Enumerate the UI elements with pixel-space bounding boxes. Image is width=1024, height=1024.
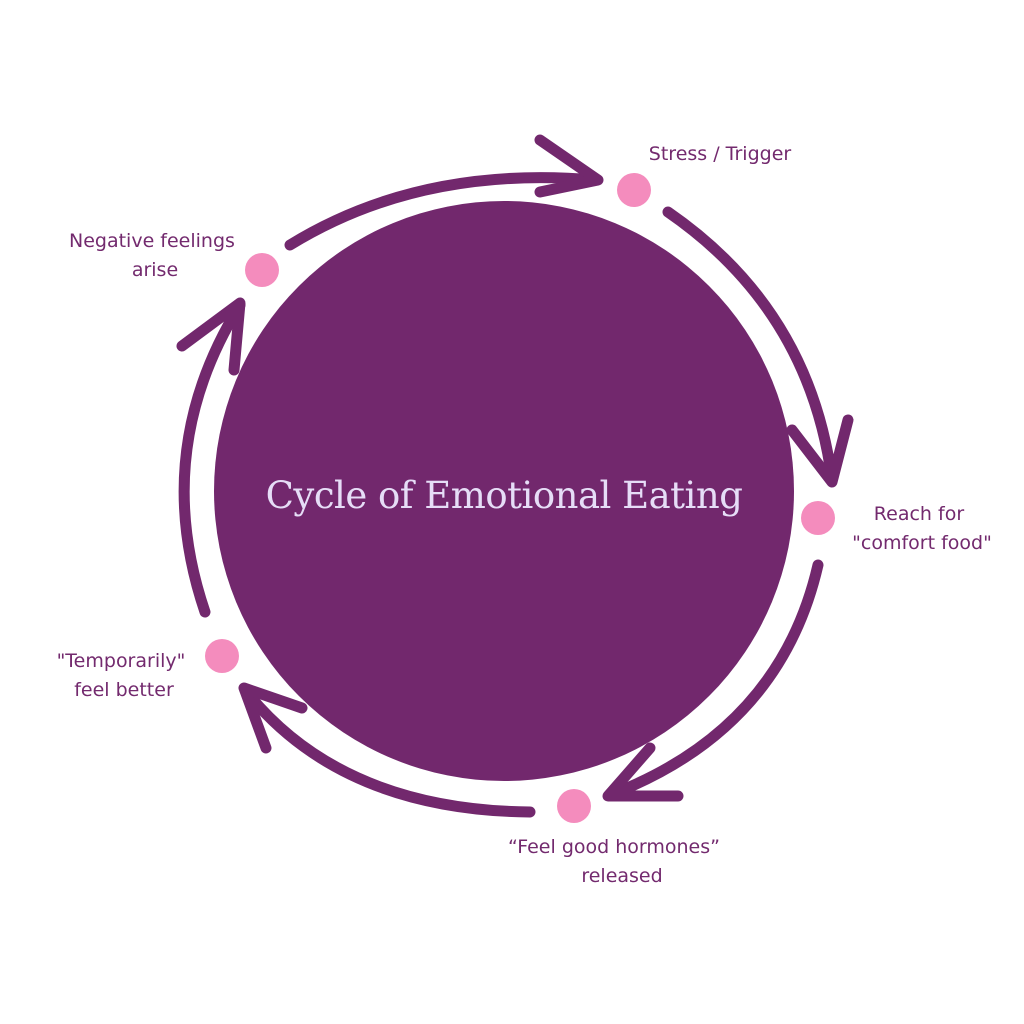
label-temporarily: "Temporarily" feel better xyxy=(57,650,192,701)
label-reach: Reach for "comfort food" xyxy=(852,503,992,554)
arrowhead-temporarily xyxy=(238,682,308,754)
arrowhead-negative xyxy=(176,297,246,376)
node-negative xyxy=(245,253,279,287)
node-temporarily xyxy=(205,639,239,673)
label-negative: Negative feelings arise xyxy=(69,230,241,281)
center-title: Cycle of Emotional Eating xyxy=(266,474,743,517)
label-stress: Stress / Trigger xyxy=(649,143,792,165)
label-hormones: “Feel good hormones” released xyxy=(508,836,726,887)
arrowhead-hormones xyxy=(602,742,684,802)
node-reach xyxy=(801,501,835,535)
arrowhead-reach xyxy=(786,414,854,488)
arrow-stress-to-reach xyxy=(662,206,838,486)
arrow-hormones-to-temporarily xyxy=(239,684,536,818)
node-hormones xyxy=(557,789,591,823)
cycle-nodes xyxy=(205,173,835,823)
node-stress xyxy=(617,173,651,207)
cycle-arrows xyxy=(176,134,854,818)
arrowhead-stress xyxy=(534,134,604,198)
arrow-negative-to-stress xyxy=(284,172,601,251)
arrow-temporarily-to-negative xyxy=(178,299,246,618)
arrow-reach-to-hormones xyxy=(604,559,824,801)
center-circle xyxy=(214,201,794,781)
